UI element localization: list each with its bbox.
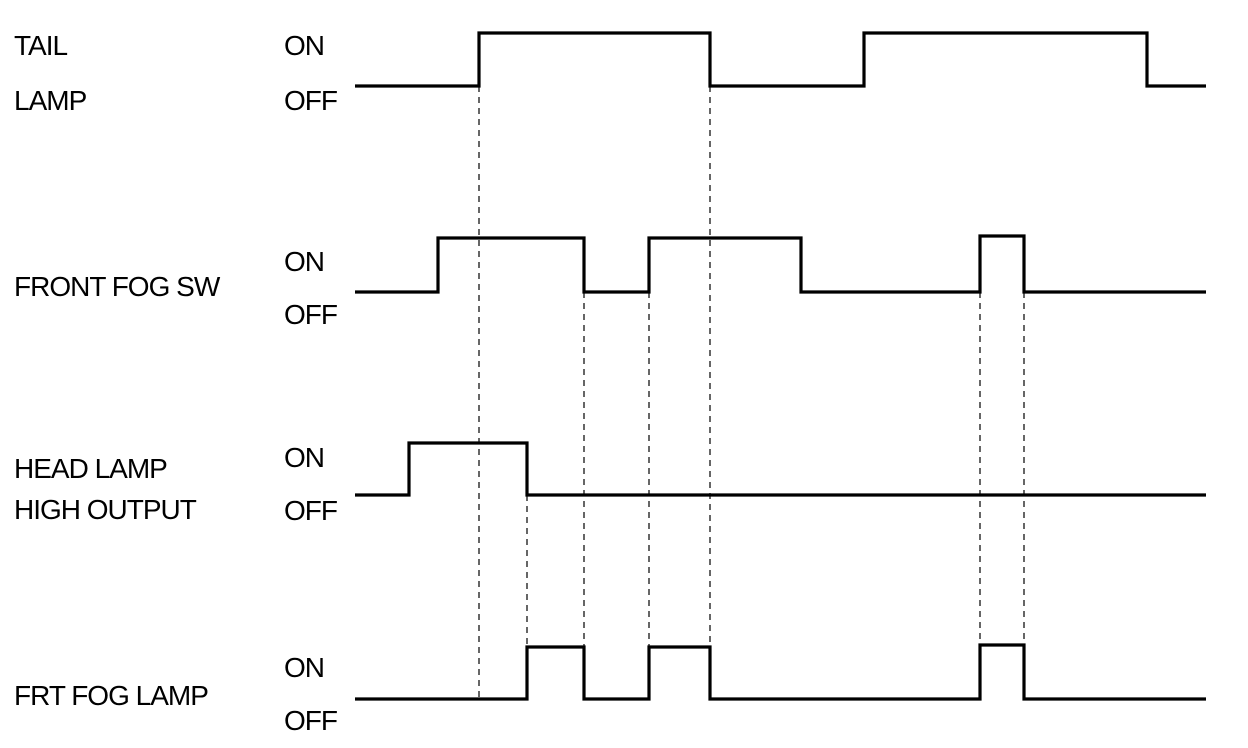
off-label: OFF	[284, 495, 337, 526]
signal-tail-lamp: TAIL LAMP ON OFF	[14, 30, 1206, 116]
on-label: ON	[284, 442, 324, 473]
off-label: OFF	[284, 299, 337, 330]
signal-waveform	[355, 31, 1206, 88]
signal-front-fog-sw: FRONT FOG SW ON OFF	[14, 234, 1206, 330]
signal-frt-fog-lamp: FRT FOG LAMP ON OFF	[14, 643, 1206, 736]
signal-label: LAMP	[14, 85, 87, 116]
on-label: ON	[284, 652, 324, 683]
signal-waveform	[355, 234, 1206, 294]
off-label: OFF	[284, 85, 337, 116]
signal-waveform	[355, 643, 1206, 701]
on-label: ON	[284, 30, 324, 61]
signal-label: FRT FOG LAMP	[14, 680, 208, 711]
signal-label: HIGH OUTPUT	[14, 494, 197, 525]
signal-label: TAIL	[14, 30, 67, 61]
on-label: ON	[284, 246, 324, 277]
signal-head-lamp-high-output: HEAD LAMP HIGH OUTPUT ON OFF	[14, 441, 1206, 526]
transition-guides	[478, 86, 1025, 699]
signal-waveform	[355, 441, 1206, 497]
signal-label: HEAD LAMP	[14, 453, 167, 484]
signal-label: FRONT FOG SW	[14, 271, 221, 302]
off-label: OFF	[284, 705, 337, 736]
